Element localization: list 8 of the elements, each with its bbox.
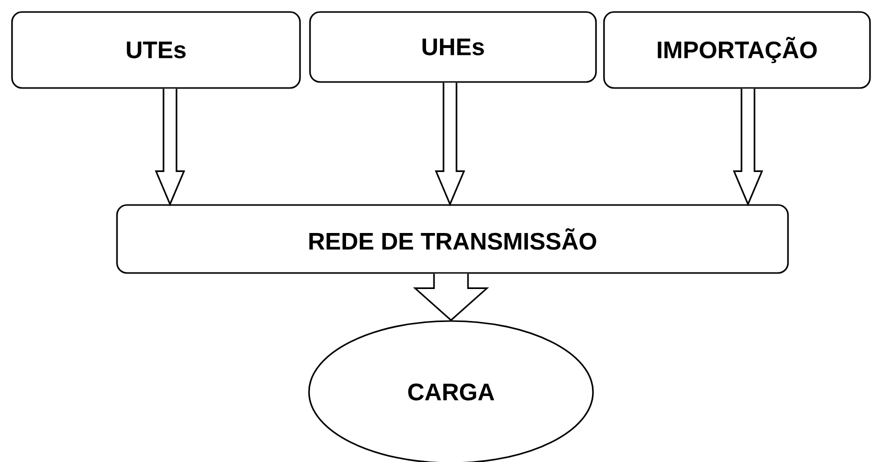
hollow-arrow [154,88,186,206]
hollow-arrow [434,82,466,206]
process-box: IMPORTAÇÃO [603,11,871,89]
process-box: REDE DE TRANSMISSÃO [116,204,789,274]
process-box: UHEs [309,11,597,83]
hollow-arrow [412,272,490,322]
process-box: UTEs [11,11,301,89]
hollow-arrow [732,88,764,206]
